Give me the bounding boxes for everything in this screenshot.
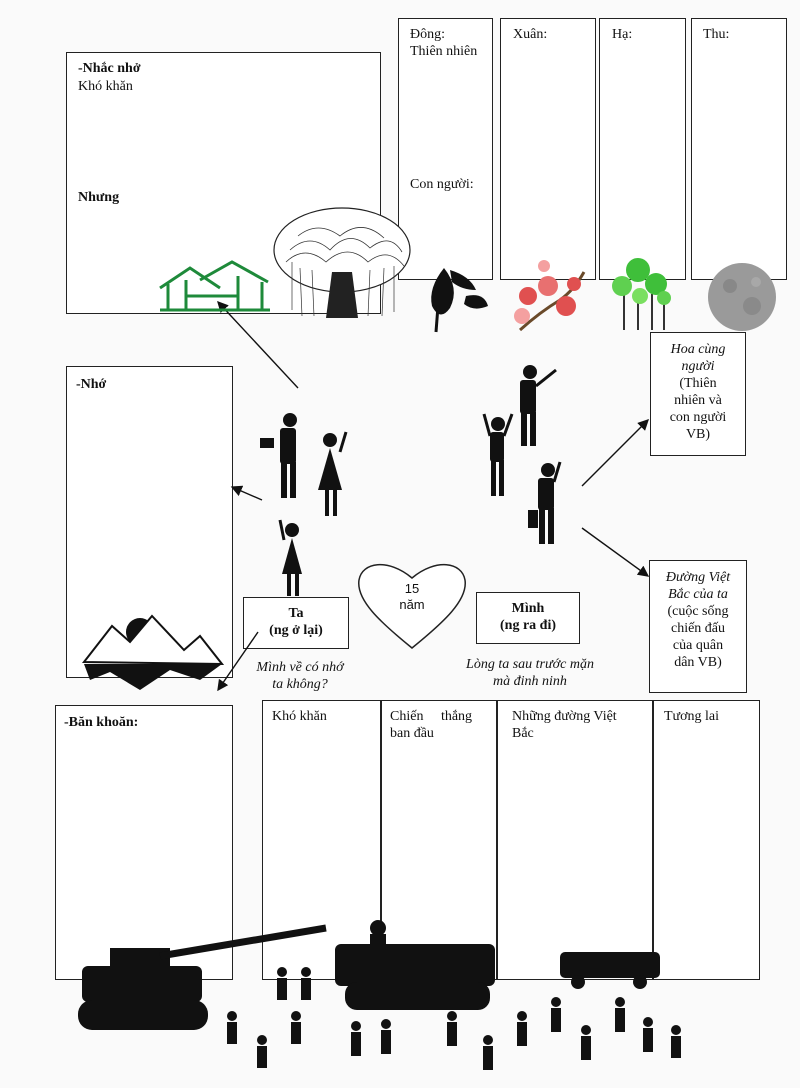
- flower-people-line5: con người: [669, 410, 727, 425]
- reminder-but: Nhưng: [78, 190, 120, 205]
- viet-bac-road-box: [649, 560, 747, 693]
- minh-label: Mình: [511, 601, 545, 616]
- season-dong-nature: Thiên nhiên: [410, 44, 478, 59]
- season-col-dong: [398, 18, 493, 280]
- bottom-roads-line1: Những đường Việt: [512, 709, 617, 724]
- season-col-ha: [599, 18, 686, 280]
- season-thu-label: Thu:: [703, 27, 730, 42]
- viet-bac-road-line4: chiến đấu: [670, 621, 726, 636]
- ta-label: Ta: [288, 606, 304, 621]
- ta-quote-line2: ta không?: [272, 677, 328, 692]
- bottom-victory-line2: ban đầu: [390, 726, 434, 741]
- season-col-thu: [691, 18, 787, 280]
- flower-people-line6: VB): [685, 427, 711, 442]
- bottom-col-early-victory: [381, 700, 497, 980]
- season-dong-people: Con người:: [410, 177, 474, 192]
- reminder-title: -Nhắc nhở: [78, 61, 141, 76]
- ta-box: [243, 597, 349, 649]
- season-col-xuan: [500, 18, 596, 280]
- bottom-roads-line2: Bắc: [512, 726, 534, 741]
- flower-people-line3: (Thiên: [679, 376, 717, 391]
- viet-bac-road-line6: dân VB): [674, 655, 722, 670]
- bottom-col-future: [653, 700, 760, 980]
- bottom-victory-line1: Chiến thắng: [390, 709, 473, 724]
- bottom-future-label: Tương lai: [664, 709, 720, 724]
- heart-years-unit: năm: [399, 597, 425, 612]
- bottom-col-viet-bac-roads: [497, 700, 653, 980]
- doubt-box: [55, 705, 233, 980]
- people-staying-icon: [260, 413, 348, 596]
- bottom-hardship-label: Khó khăn: [272, 709, 327, 724]
- ta-role: (ng ở lại): [269, 623, 323, 638]
- minh-quote-line1: Lòng ta sau trước mặn: [466, 657, 594, 672]
- minh-box: [476, 592, 580, 644]
- memory-box: [66, 366, 233, 678]
- viet-bac-road-line3: (cuộc sống: [667, 604, 729, 619]
- flower-people-box: [650, 332, 746, 456]
- flower-people-line4: nhiên và: [674, 393, 722, 408]
- doubt-title: -Băn khoăn:: [64, 715, 139, 730]
- minh-quote-line2: mà đinh ninh: [493, 674, 567, 689]
- viet-bac-road-line5: của quân: [672, 638, 724, 653]
- heart-years-number: 15: [404, 581, 420, 596]
- memory-title: -Nhớ: [76, 377, 107, 392]
- viet-bac-road-line1: Đường Việt: [665, 570, 731, 585]
- flower-people-line1: Hoa cùng: [670, 342, 726, 357]
- season-ha-label: Hạ:: [612, 27, 633, 42]
- flower-people-line2: người: [681, 359, 715, 374]
- people-leaving-icon: [482, 365, 562, 544]
- viet-bac-road-line2: Bắc của ta: [668, 587, 728, 602]
- ta-quote-line1: Mình về có nhớ: [256, 660, 344, 675]
- reminder-hardship: Khó khăn: [78, 79, 133, 94]
- bottom-col-hardship: [262, 700, 381, 980]
- season-dong-label: Đông:: [410, 27, 445, 42]
- minh-role: (ng ra đi): [500, 618, 556, 633]
- season-xuan-label: Xuân:: [513, 27, 548, 42]
- soldiers-icon: [227, 967, 681, 1070]
